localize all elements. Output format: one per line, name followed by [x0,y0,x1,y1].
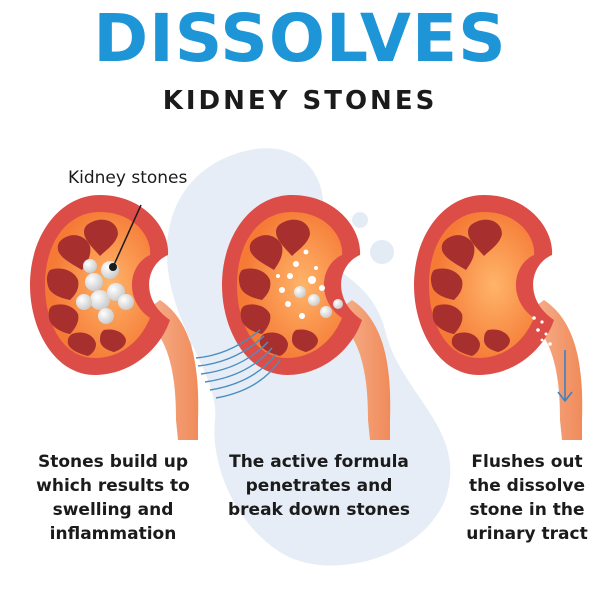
stone [101,261,119,279]
stone [76,294,92,310]
caption-line: swelling and [52,500,174,520]
caption-line: inflammation [49,524,177,544]
stone [308,276,316,284]
page-title: DISSOLVES [93,0,507,77]
stone [279,287,285,293]
caption-stage-2: The active formula penetrates and break … [212,450,426,522]
stone [333,299,343,309]
kidney-stage-1 [30,195,199,440]
kidney-stones-label: Kidney stones [68,168,188,188]
stone [308,294,320,306]
penetration-waves [195,329,281,399]
caption-stage-3: Flushes out the dissolve stone in the ur… [452,450,600,546]
stone [303,249,309,255]
down-arrow-icon [557,350,573,403]
callout-line [112,204,142,268]
stone [320,306,332,318]
kidney-stage-3 [414,195,583,440]
stone [85,273,103,291]
stone [294,286,306,298]
stone [90,290,110,310]
stone [98,308,114,324]
caption-line: break down stones [227,500,411,520]
stone [276,274,280,278]
caption-line: penetrates and [245,476,393,496]
caption-line: The active formula [229,452,409,472]
caption-stage-1: Stones build up which results to swellin… [18,450,208,546]
caption-line: Flushes out [471,452,583,472]
caption-line: stone in the [469,500,585,520]
background-bubble-large [352,212,368,228]
caption-line: which results to [36,476,190,496]
stone [299,313,305,319]
caption-line: urinary tract [466,524,588,544]
background-bubble-medium [370,240,394,264]
stone [314,266,318,270]
page-subtitle: KIDNEY STONES [162,86,438,116]
kidney-stage-2 [222,195,391,440]
caption-line: Stones build up [37,452,188,472]
stone [83,259,97,273]
stone [287,273,293,279]
stone [293,261,299,267]
caption-line: the dissolve [468,476,586,496]
stone [319,285,325,291]
stone [285,301,291,307]
stone [118,294,134,310]
